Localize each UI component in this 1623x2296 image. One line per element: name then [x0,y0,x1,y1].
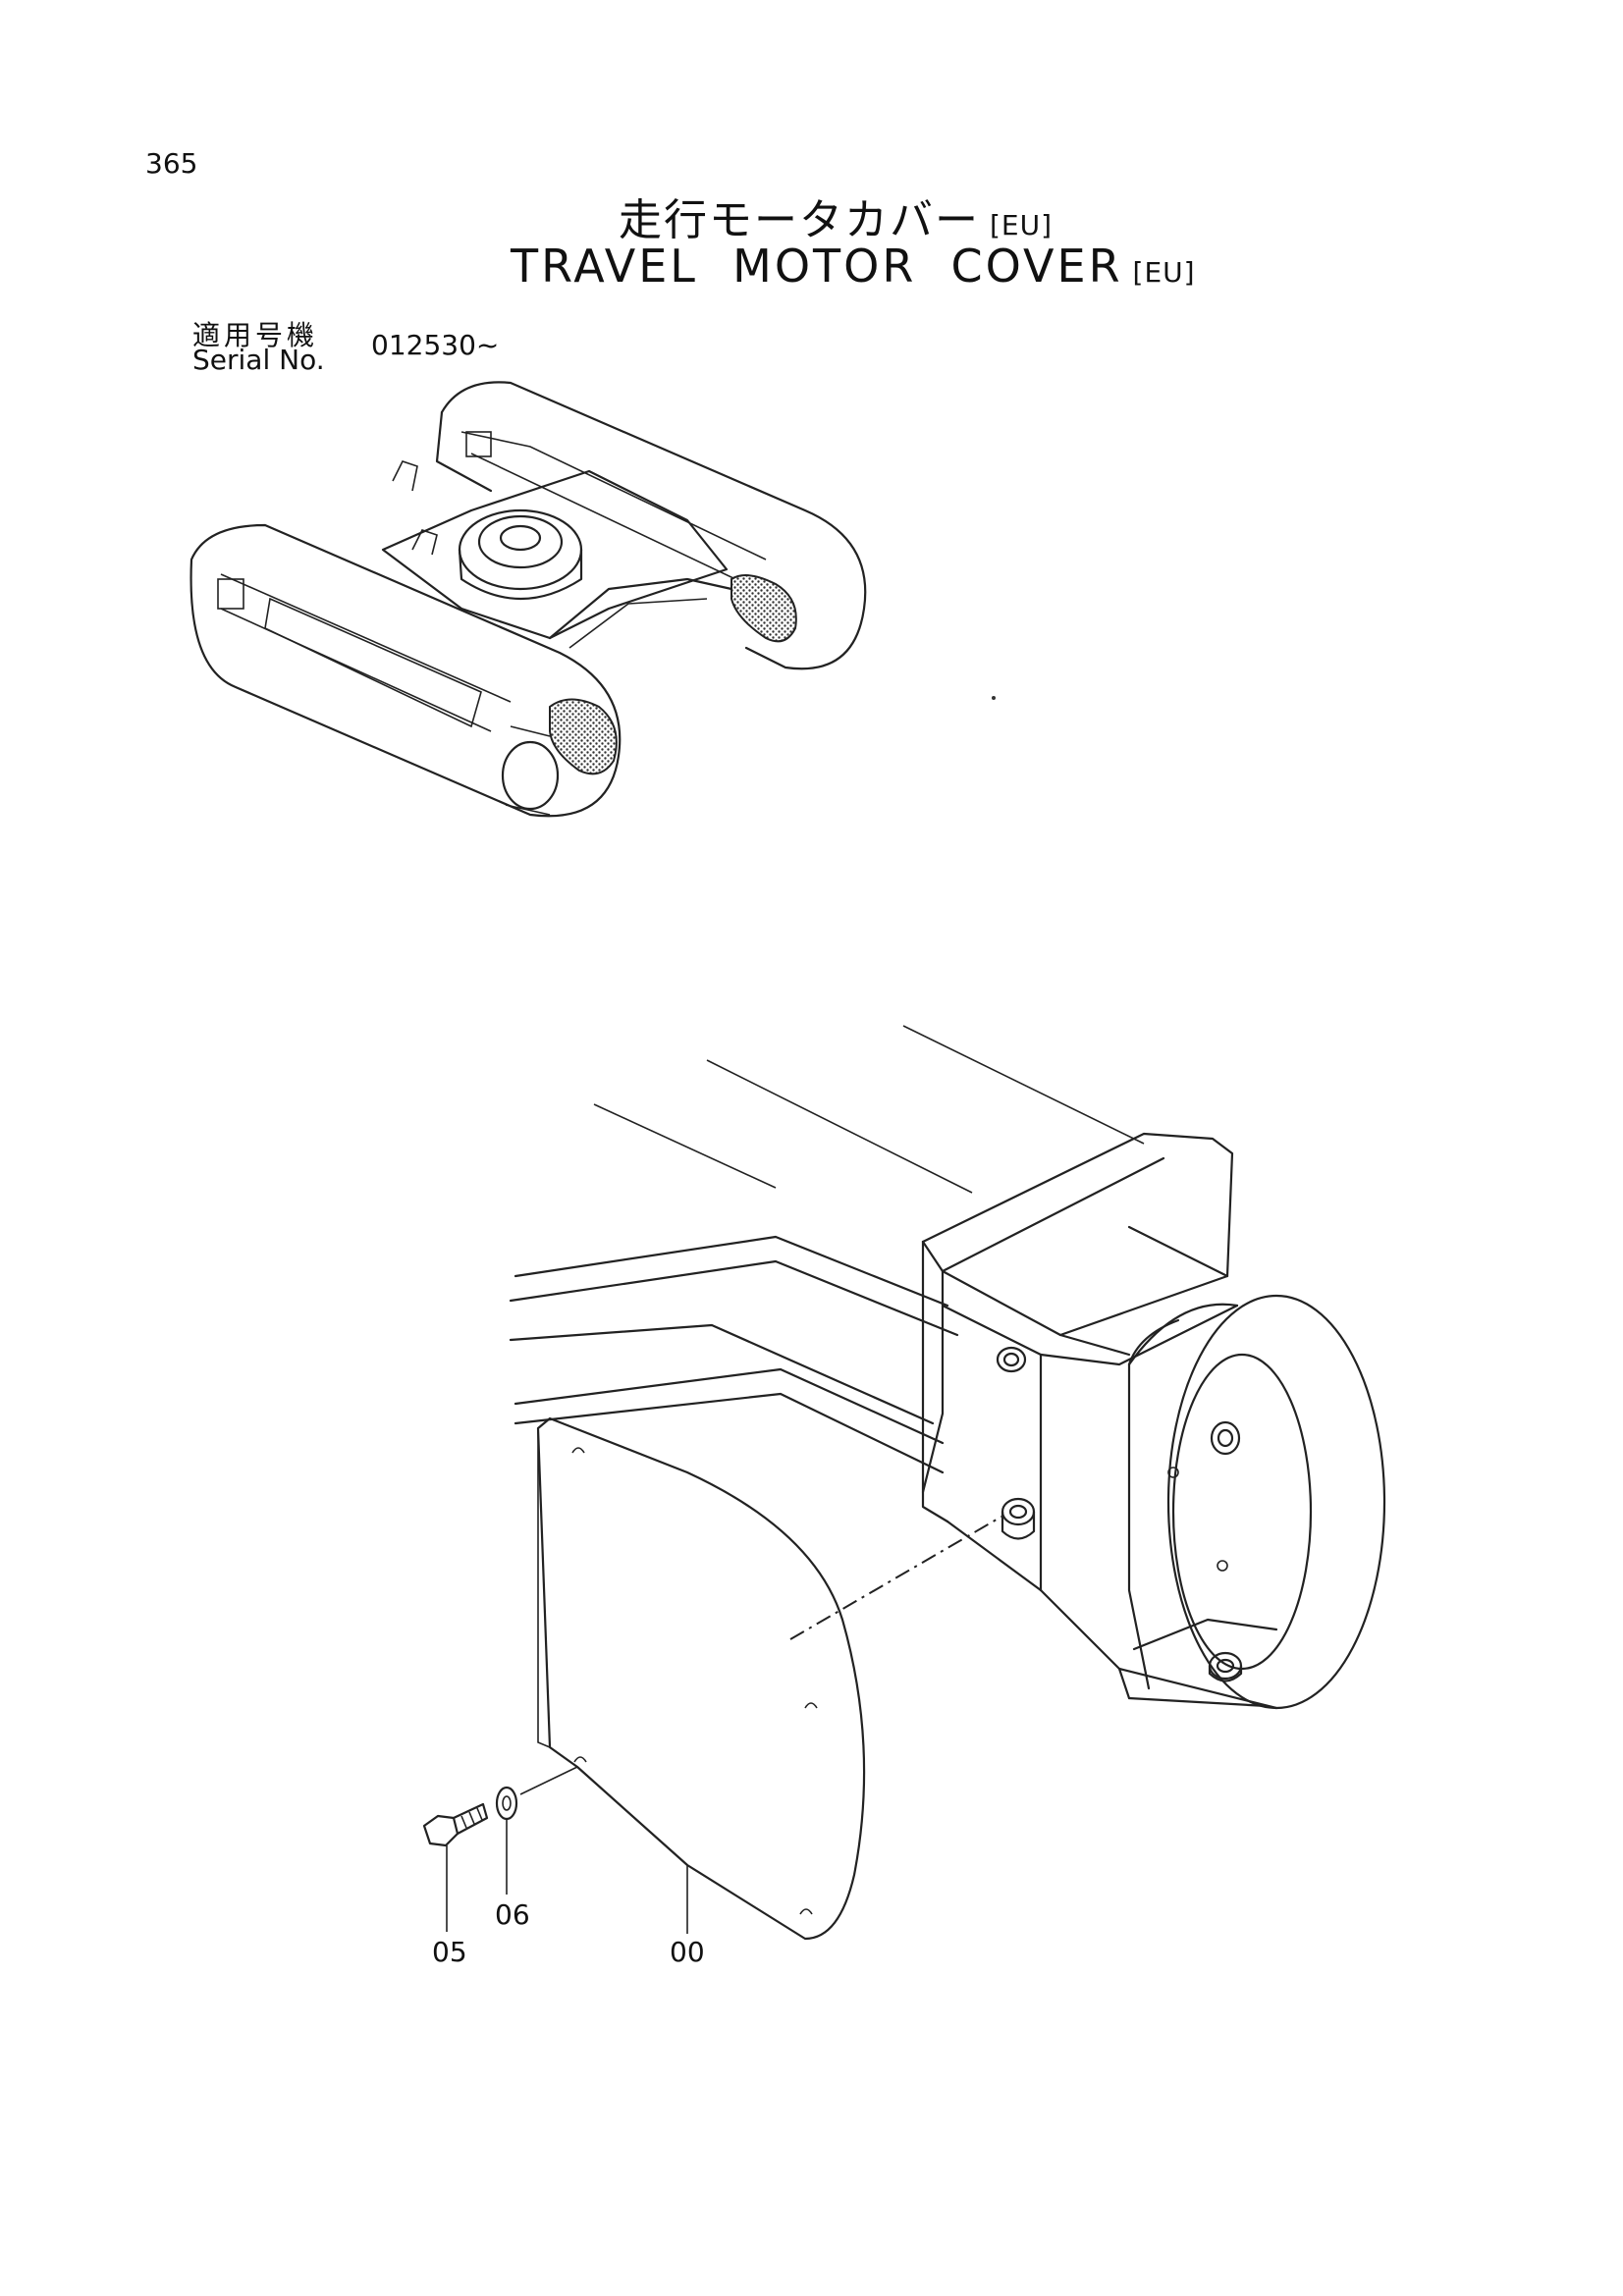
title-english-text: TRAVEL MOTOR COVER [511,240,1123,293]
callout-06: 06 [495,1898,530,1931]
page-number: 365 [145,147,198,180]
title-japanese: 走行モータカバー [EU] [619,185,1053,247]
washer [495,1766,578,1821]
callout-00: 00 [670,1936,705,1968]
undercarriage-overview [189,381,867,818]
region-tag-jp: [EU] [990,209,1054,241]
title-english: TRAVEL MOTOR COVER [EU] [511,240,1196,293]
serial-value: 012530~ [371,329,500,361]
callout-05: 05 [432,1936,467,1968]
hex-bolt [422,1802,489,1847]
motor-cover-plate [536,1416,1002,1941]
title-japanese-text: 走行モータカバー [619,195,980,245]
serial-label-en: Serial No. [192,344,325,376]
region-tag-en: [EU] [1132,256,1196,289]
speck [992,696,996,700]
track-frame-detail [509,1025,1386,1710]
serial-label-jp: 適用号機 [192,319,319,351]
